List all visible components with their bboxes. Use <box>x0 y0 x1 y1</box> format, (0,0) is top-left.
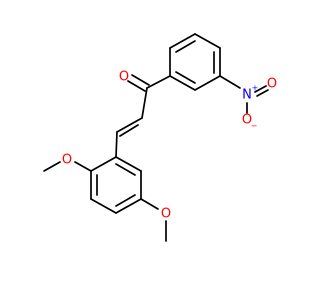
bond-methoxy1-methyl <box>43 161 61 172</box>
bond-alkene-double-b <box>119 124 139 137</box>
chemical-structure-diagram: O N + O O − O O <box>43 33 277 242</box>
atom-labels: O N + O O − O O <box>62 70 277 222</box>
bond-ring1-6 <box>169 75 196 91</box>
bond-ring1-3 <box>194 33 221 49</box>
bond-carbonyl-double-b <box>131 74 150 86</box>
bond-ring1-6b <box>175 71 196 84</box>
bond-ring1-2b <box>175 40 196 53</box>
bond-ring2-3 <box>115 198 142 214</box>
bond-alkene-ring <box>115 131 118 158</box>
atom-nitro-oxygen-double: O <box>267 77 277 92</box>
atom-nitro-nitrogen: N <box>242 88 252 103</box>
atom-methoxy-oxygen-lower: O <box>161 207 171 222</box>
bond-ring2-1b <box>115 163 136 176</box>
atom-carbonyl-oxygen: O <box>119 70 129 85</box>
bonds <box>43 33 269 242</box>
bond-ring1-5 <box>194 75 221 91</box>
atom-nitro-oxygen-charge: − <box>251 122 258 131</box>
atom-methoxy-oxygen-upper: O <box>62 153 72 168</box>
bond-methoxy2-ring <box>140 198 159 210</box>
bond-ring2-4 <box>90 198 117 214</box>
bond-ring-nitrogen <box>219 75 241 89</box>
bond-ring2-1 <box>115 156 142 172</box>
bond-alkene-double-a <box>116 117 143 133</box>
bond-methoxy1-ring <box>74 161 92 172</box>
bond-ring1-2 <box>169 33 196 49</box>
bond-carbonyl-double-a <box>127 80 146 92</box>
atom-nitro-nitrogen-charge: + <box>252 84 259 93</box>
bond-ring2-3b <box>115 194 136 207</box>
bond-ring2-6 <box>90 156 117 172</box>
bond-nitro-double-b <box>256 89 269 97</box>
bond-carbonyl-ring <box>146 75 171 89</box>
bond-carbonyl-alkene <box>141 87 148 119</box>
atom-nitro-oxygen-anion: O <box>242 113 252 128</box>
bond-nitro-double-a <box>254 85 267 93</box>
